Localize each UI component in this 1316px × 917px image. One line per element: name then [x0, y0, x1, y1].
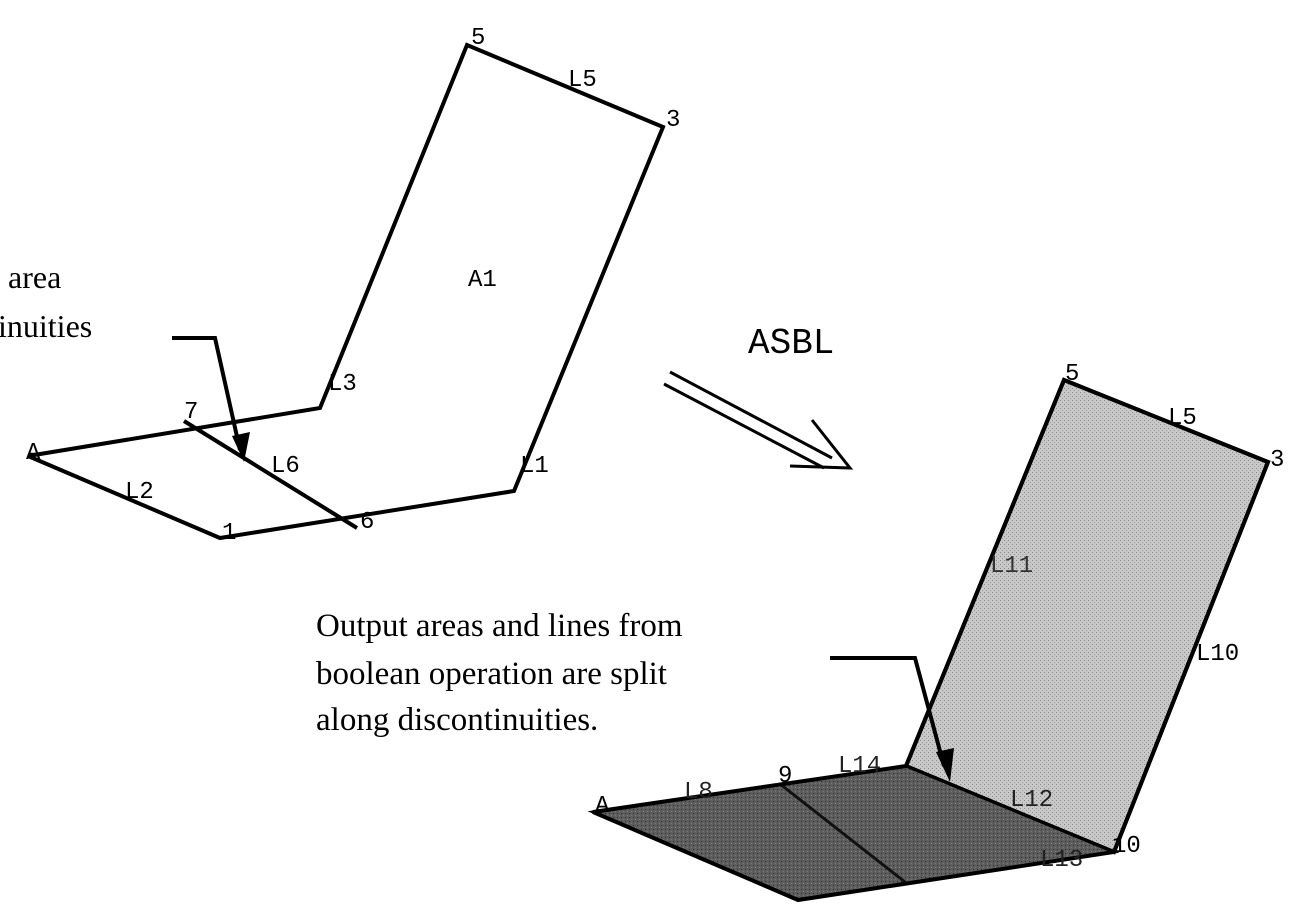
right-line-label-l14: L14 — [838, 753, 881, 780]
left-keypoint-3: 3 — [666, 107, 680, 134]
operation-label: ASBL — [748, 323, 834, 364]
left-line-l6 — [182, 419, 359, 530]
left-line-label-l1: L1 — [520, 453, 549, 480]
right-callout-line-3: along discontinuities. — [316, 702, 598, 738]
right-outline-edges — [592, 377, 1271, 903]
right-keypoint-3: 3 — [1270, 447, 1284, 474]
operation: ASBL — [663, 323, 854, 470]
left-line-label-l3: L3 — [328, 371, 357, 398]
left-callout-arrow — [172, 336, 242, 451]
left-keypoint-1: 1 — [222, 520, 236, 547]
right-line-label-l8: L8 — [684, 779, 713, 806]
left-figure: 5 L5 3 A1 L3 7 A L6 L1 L2 1 6 area inuit… — [0, 25, 680, 547]
right-keypoint-10: 10 — [1112, 833, 1141, 860]
double-arrow-line-bottom — [663, 382, 825, 470]
right-line-label-l10: L10 — [1196, 641, 1239, 668]
left-keypoint-7: 7 — [184, 399, 198, 426]
double-arrow-line-top — [669, 370, 833, 460]
right-upper-area — [903, 377, 1271, 855]
right-callout-arrow — [830, 656, 946, 767]
left-line-label-l2: L2 — [125, 479, 154, 506]
left-callout-line-1: area — [8, 259, 61, 295]
left-area-outline — [27, 42, 666, 541]
right-figure: 5 L5 3 L11 L10 A L8 9 L14 L12 L13 10 Out… — [316, 361, 1284, 903]
right-line-label-l12: L12 — [1010, 787, 1053, 814]
left-area-label: A1 — [468, 267, 497, 294]
right-split-line — [779, 782, 906, 884]
right-callout-line-1: Output areas and lines from — [316, 608, 683, 644]
right-keypoint-a: A — [595, 793, 610, 820]
left-keypoint-6: 6 — [360, 509, 374, 536]
left-keypoint-a: A — [26, 440, 41, 467]
left-keypoint-5: 5 — [471, 25, 485, 52]
left-callout-line-2: inuities — [0, 308, 92, 344]
right-callout-arrowhead — [936, 748, 954, 782]
right-line-label-l13: L13 — [1040, 847, 1083, 874]
right-keypoint-5: 5 — [1065, 361, 1079, 388]
left-line-label-l6: L6 — [271, 453, 300, 480]
left-callout-arrowhead — [232, 432, 250, 462]
right-line-label-l11: L11 — [990, 553, 1033, 580]
double-arrow-head — [789, 419, 854, 470]
right-keypoint-9: 9 — [778, 763, 792, 790]
left-line-label-l5: L5 — [568, 67, 597, 94]
right-callout-line-2: boolean operation are split — [316, 656, 667, 692]
right-line-label-l5: L5 — [1168, 405, 1197, 432]
